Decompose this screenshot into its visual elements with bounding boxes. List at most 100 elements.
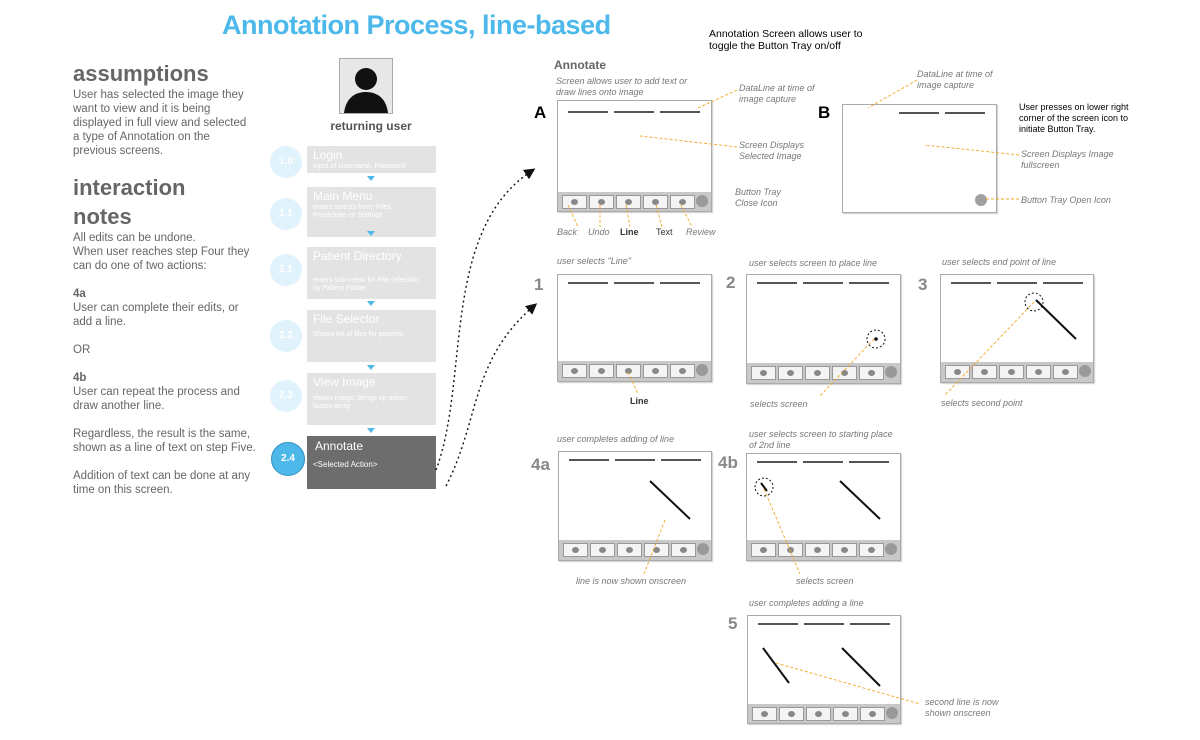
tray-button[interactable] xyxy=(617,543,642,557)
undo-button[interactable] xyxy=(589,195,614,209)
step-title: Main Menu xyxy=(313,189,373,203)
tray-button[interactable] xyxy=(751,366,776,380)
tray-button[interactable] xyxy=(1053,365,1078,379)
dataline xyxy=(569,459,609,461)
text-4a: User can complete their edits, or add a … xyxy=(73,302,239,328)
step-title: Annotate xyxy=(315,439,364,453)
tray-button[interactable] xyxy=(833,707,858,721)
label-4a: 4a xyxy=(73,288,86,300)
tray-button[interactable] xyxy=(670,364,695,378)
step-title: View Image xyxy=(313,375,376,389)
note-two-actions: can do one of two actions: xyxy=(73,260,207,272)
tray-button[interactable] xyxy=(616,364,641,378)
screen-3 xyxy=(940,274,1094,383)
step-patient-directory: Patient Directory enters sub-menu for Fi… xyxy=(307,247,436,299)
dataline xyxy=(803,461,843,463)
tray-button[interactable] xyxy=(832,543,857,557)
screen-5-label: 5 xyxy=(728,614,738,633)
tray-button[interactable] xyxy=(671,543,696,557)
dataline xyxy=(615,459,655,461)
tray-button[interactable] xyxy=(643,364,668,378)
tray-button[interactable] xyxy=(806,707,831,721)
dataline xyxy=(849,461,889,463)
screen-4b-caption: user selects screen to starting place of… xyxy=(749,429,893,450)
tray-button[interactable] xyxy=(805,366,830,380)
screen-3-label: 3 xyxy=(918,275,928,294)
dataline xyxy=(803,282,843,284)
tray-close-icon[interactable] xyxy=(885,366,897,378)
screen-b-icon-note: Button Tray Open Icon xyxy=(1021,195,1111,205)
tray-button[interactable] xyxy=(805,543,830,557)
tray-button[interactable] xyxy=(972,365,997,379)
tray-button[interactable] xyxy=(778,543,803,557)
tray-button[interactable] xyxy=(590,543,615,557)
step-title: Login xyxy=(313,148,343,162)
screen-5-caption: user completes adding a line xyxy=(749,598,864,608)
review-button[interactable] xyxy=(670,195,695,209)
step-number-2-1: 2.1 xyxy=(270,254,302,286)
interaction-heading-2: notes xyxy=(73,204,132,229)
screen-a-display-note: Screen Displays Selected Image xyxy=(739,140,805,161)
dataline xyxy=(568,111,608,113)
tray-button[interactable] xyxy=(860,707,885,721)
tray-button[interactable] xyxy=(589,364,614,378)
button-tray xyxy=(747,540,900,560)
addition-text: Addition of text can be done at any time… xyxy=(73,470,251,496)
dataline xyxy=(899,112,939,114)
tray-close-icon[interactable] xyxy=(1079,365,1091,377)
tray-button[interactable] xyxy=(859,543,884,557)
line-button[interactable] xyxy=(616,195,641,209)
dataline xyxy=(758,623,798,625)
tray-button[interactable] xyxy=(779,707,804,721)
tray-close-icon[interactable] xyxy=(696,364,708,376)
screen-5 xyxy=(747,615,901,724)
dataline xyxy=(661,459,701,461)
screen-a-dataline-note: DataLine at time of image capture xyxy=(739,83,815,104)
dataline xyxy=(614,111,654,113)
tray-label-undo: Undo xyxy=(588,227,610,237)
text-4b: User can repeat the process and draw ano… xyxy=(73,386,240,412)
dataline xyxy=(804,623,844,625)
tray-button[interactable] xyxy=(1026,365,1051,379)
interaction-heading-1: interaction xyxy=(73,175,186,200)
flow-arrow-icon xyxy=(367,365,375,370)
button-tray xyxy=(558,361,711,381)
screen-a-tray-note: Button Tray Close Icon xyxy=(735,187,781,208)
tray-button[interactable] xyxy=(778,366,803,380)
step-login: Login Input of Username, Password xyxy=(307,146,436,173)
tray-label-back: Back xyxy=(557,227,578,237)
tray-close-icon[interactable] xyxy=(886,707,898,719)
tray-close-icon[interactable] xyxy=(885,543,897,555)
top-note: Annotation Screen allows user to toggle … xyxy=(709,28,863,52)
assumptions-text: User has selected the image they want to… xyxy=(73,89,247,157)
tray-close-icon[interactable] xyxy=(696,195,708,207)
label-4b: 4b xyxy=(73,372,87,384)
screen-b-label: B xyxy=(818,103,831,122)
tray-button[interactable] xyxy=(563,543,588,557)
step-main-menu: Main Menu enters selects from: Files, Pr… xyxy=(307,187,436,237)
dataline xyxy=(660,282,700,284)
dataline xyxy=(997,282,1037,284)
tray-button[interactable] xyxy=(644,543,669,557)
tray-button[interactable] xyxy=(751,543,776,557)
flow-arrow-icon xyxy=(367,301,375,306)
tray-open-icon[interactable] xyxy=(975,194,987,206)
note-undo: All edits can be undone. xyxy=(73,232,196,244)
returning-user-label: returning user xyxy=(330,119,412,133)
dataline xyxy=(568,282,608,284)
step-desc: Shows list of files for patients xyxy=(313,331,404,338)
interaction-notes: All edits can be undone. When user reach… xyxy=(73,231,258,497)
tray-button[interactable] xyxy=(859,366,884,380)
regardless-text: Regardless, the result is the same, show… xyxy=(73,428,256,454)
flow-arrow-icon xyxy=(367,176,375,181)
screen-a-caption: Screen allows user to add text or draw l… xyxy=(556,76,688,97)
button-tray xyxy=(558,192,711,211)
tray-close-icon[interactable] xyxy=(697,543,709,555)
text-button[interactable] xyxy=(643,195,668,209)
screen-b-display-note: Screen Displays Image fullscreen xyxy=(1021,149,1114,170)
dataline xyxy=(614,282,654,284)
tray-button[interactable] xyxy=(752,707,777,721)
tray-button[interactable] xyxy=(562,364,587,378)
note-step-four: When user reaches step Four they xyxy=(73,246,250,258)
tray-button[interactable] xyxy=(999,365,1024,379)
